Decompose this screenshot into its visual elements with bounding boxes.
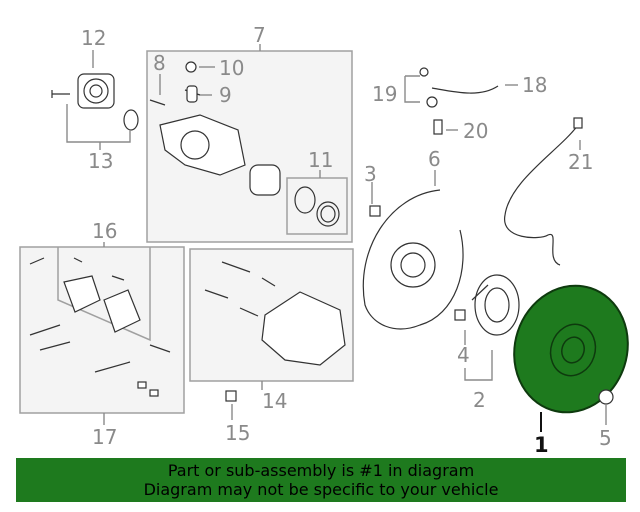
label-16: 16 [92, 219, 117, 243]
bolt-4-part [454, 309, 466, 321]
caliper-bracket-part [204, 261, 346, 366]
label-21: 21 [568, 150, 593, 174]
brake-hose-part [419, 67, 499, 135]
bolt-15-part [225, 390, 237, 402]
nut-5-part [598, 389, 614, 405]
actuator-motor-part [51, 73, 139, 131]
banner-line-2: Diagram may not be specific to your vehi… [143, 480, 499, 499]
leader-13 [66, 104, 131, 143]
label-20: 20 [463, 119, 488, 143]
label-17: 17 [92, 425, 117, 449]
label-6: 6 [428, 147, 441, 171]
label-1: 1 [534, 433, 549, 457]
leader-2 [464, 350, 493, 381]
label-14: 14 [262, 389, 287, 413]
pad-hardware-box [19, 246, 185, 414]
label-9: 9 [219, 83, 232, 107]
label-2: 2 [473, 388, 486, 412]
label-11: 11 [308, 148, 333, 172]
leader-19 [404, 75, 420, 103]
pad-inner-outline [57, 247, 151, 342]
bolt-3-part [369, 205, 381, 217]
label-15: 15 [225, 421, 250, 445]
abs-sensor-part [504, 117, 583, 266]
label-7: 7 [253, 23, 266, 47]
label-3: 3 [364, 162, 377, 186]
label-8: 8 [153, 51, 166, 75]
brake-caliper-part [149, 61, 281, 196]
brake-pad-set-part [29, 257, 171, 397]
brake-rotor-part [513, 284, 629, 414]
label-19: 19 [372, 82, 397, 106]
label-18: 18 [522, 73, 547, 97]
label-4: 4 [457, 343, 470, 367]
label-5: 5 [599, 426, 612, 450]
dust-shield-part [362, 189, 464, 330]
part-notice-banner: Part or sub-assembly is #1 in diagram Di… [16, 458, 626, 502]
banner-line-1: Part or sub-assembly is #1 in diagram [167, 461, 475, 480]
piston-seal-part [294, 186, 340, 227]
label-12: 12 [81, 26, 106, 50]
wheel-hub-part [471, 274, 520, 336]
seal-kit-box [286, 177, 348, 235]
label-13: 13 [88, 149, 113, 173]
label-10: 10 [219, 56, 244, 80]
